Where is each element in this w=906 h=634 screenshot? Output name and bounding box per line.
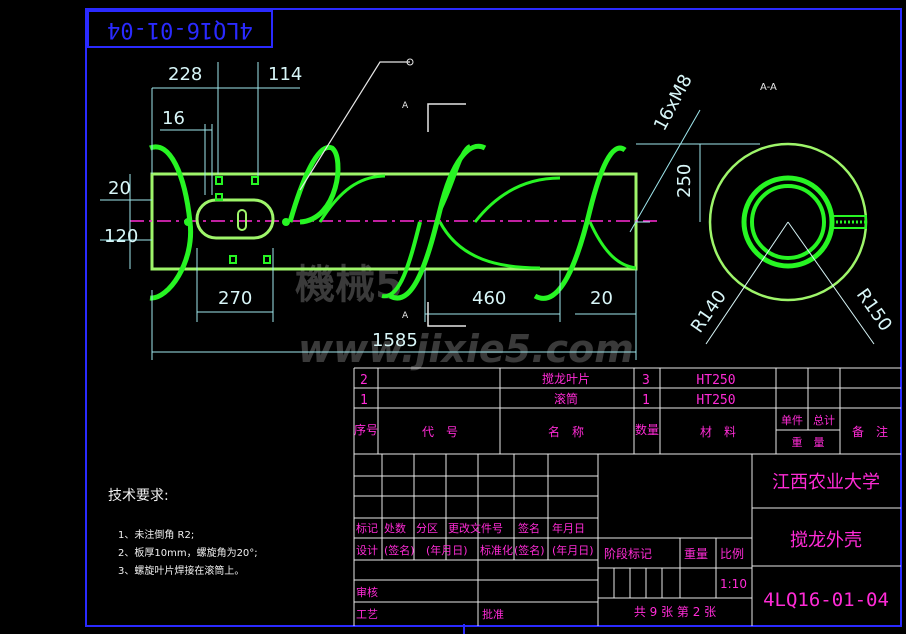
hole-4	[229, 255, 237, 264]
bom-row1-material: HT250	[696, 373, 735, 388]
section-view: A-A R140 R150	[687, 82, 896, 345]
bom-row1-qty: 3	[642, 373, 650, 388]
dim-16: 16	[162, 108, 185, 129]
bom-row2-qty: 1	[642, 393, 650, 408]
leader-end	[406, 58, 414, 66]
dimension-lines	[100, 62, 760, 360]
cut-label-bottom: A	[402, 311, 409, 321]
leader-line	[299, 61, 410, 191]
flight-edge-1	[381, 221, 422, 299]
section-weld	[831, 215, 867, 229]
tb-count: 处数	[384, 522, 406, 535]
dim-270: 270	[218, 288, 252, 309]
mirrored-number-box	[87, 10, 273, 48]
note-2: 2、板厚10mm，螺旋角为20°;	[118, 546, 258, 559]
bom-hdr-unit: 单件	[781, 414, 803, 427]
hole-2	[251, 176, 259, 185]
bom-hdr-code: 代 号	[422, 425, 458, 439]
tb-approve: 批准	[482, 607, 504, 621]
cut-mark-bottom	[427, 302, 466, 327]
weld-dot-1	[184, 218, 192, 226]
tb-process: 工艺	[356, 608, 378, 621]
drum-slot	[195, 198, 275, 240]
drawing-border	[85, 8, 902, 627]
bom-hdr-name: 名 称	[548, 424, 584, 439]
tb-scale-label: 比例	[720, 547, 744, 561]
dim-r140: R140	[687, 286, 731, 336]
tb-date3: (年月日)	[552, 543, 594, 557]
tb-sign2: (签名)	[384, 543, 415, 557]
r150-leader	[787, 221, 875, 345]
tb-drawing-no: 4LQ16-01-04	[763, 589, 889, 611]
flight-3a	[388, 143, 487, 301]
flight-edge-5	[588, 221, 637, 270]
cut-mark-top	[427, 103, 466, 132]
flight-4	[533, 145, 627, 301]
tb-date2: (年月日)	[426, 543, 468, 557]
tb-design: 设计	[356, 544, 378, 557]
tb-change-doc: 更改文件号	[448, 521, 503, 535]
tb-std: 标准化	[480, 543, 513, 557]
main-view: A A 228 114 16 20 120 270 460 20 1585 25…	[100, 58, 760, 360]
hole-1	[215, 176, 223, 185]
section-drum-inner	[750, 184, 826, 260]
tb-scale-value: 1:10	[720, 577, 747, 591]
flight-edge-2	[318, 174, 386, 223]
weld-dot-2	[282, 218, 290, 226]
flight-edge-3	[473, 176, 561, 223]
dim-20: 20	[108, 178, 131, 199]
title-block-labels: 标记 处数 分区 更改文件号 签名 年月日 设计 (签名) (年月日) 标准化 …	[356, 472, 889, 621]
tb-sign3: (签名)	[514, 543, 545, 557]
bom-hdr-total: 总计	[813, 413, 835, 427]
tb-mark: 标记	[356, 521, 378, 535]
bom-hdr-qty: 数量	[635, 422, 659, 437]
bom-row2-name: 滚筒	[554, 391, 578, 406]
bom-hdr-remark: 备 注	[852, 424, 888, 439]
dim-460: 460	[472, 288, 506, 309]
flight-2	[287, 144, 341, 225]
tb-stage: 阶段标记	[604, 546, 652, 561]
tb-sheets: 共 9 张 第 2 张	[634, 605, 716, 619]
dim-1585: 1585	[372, 330, 418, 351]
tech-notes: 技术要求: 1、未注倒角 R2; 2、板厚10mm，螺旋角为20°; 3、螺旋叶…	[108, 488, 258, 577]
note-3: 3、螺旋叶片焊接在滚筒上。	[118, 564, 244, 577]
dim-228: 228	[168, 64, 202, 85]
bom-row2-material: HT250	[696, 393, 735, 408]
flight-edge-4	[438, 221, 541, 270]
bom-hdr-no: 序号	[354, 422, 378, 437]
watermark-url: www.jixie5.com	[298, 327, 634, 371]
dim-114: 114	[268, 64, 302, 85]
mirrored-drawing-number: 4LQ16-01-04	[107, 17, 253, 42]
cut-label-top: A	[402, 101, 409, 111]
tb-date: 年月日	[552, 521, 585, 535]
bom-row1-no: 2	[360, 373, 368, 388]
tb-zone: 分区	[416, 522, 438, 535]
dim-20b: 20	[590, 288, 613, 309]
notes-title: 技术要求:	[108, 488, 169, 504]
note-1: 1、未注倒角 R2;	[118, 528, 194, 541]
r140-leader	[705, 221, 789, 345]
tb-sign: 签名	[518, 521, 540, 535]
hole-5	[263, 255, 271, 264]
hole-3	[215, 193, 223, 201]
tb-check: 审核	[356, 585, 378, 599]
bom-row2-no: 1	[360, 393, 368, 408]
dim-250: 250	[674, 164, 695, 198]
slot-hole	[237, 209, 247, 231]
tb-weight: 重量	[684, 547, 708, 561]
title-block-grid	[354, 453, 901, 626]
dim-thread: 16xM8	[650, 71, 697, 134]
bom-hdr-material: 材 料	[700, 425, 736, 439]
bom-table	[353, 367, 901, 626]
bom-row1-name: 搅龙叶片	[542, 371, 590, 386]
bom-hdr-weight: 重 量	[792, 435, 825, 449]
section-label: A-A	[760, 82, 777, 93]
tb-title: 搅龙外壳	[790, 530, 862, 551]
dim-120: 120	[104, 226, 138, 247]
dim-r150: R150	[852, 285, 896, 335]
flight-3b	[438, 144, 472, 211]
tb-org: 江西农业大学	[772, 472, 880, 493]
